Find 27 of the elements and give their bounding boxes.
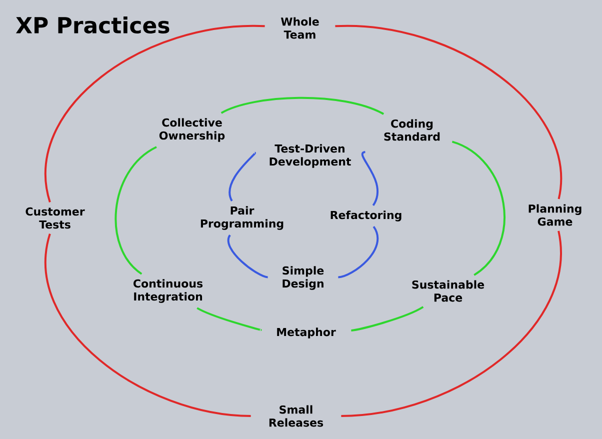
- practice-label: Collective Ownership: [159, 118, 225, 142]
- practice-label: Planning Game: [528, 204, 582, 226]
- practice-label: Small Releases: [269, 405, 324, 427]
- ring-arc: [351, 306, 424, 332]
- practice-label: Customer Tests: [26, 207, 85, 229]
- ring-arc: [44, 25, 265, 202]
- practice-label: Sustainable Pace: [412, 280, 484, 302]
- title: XP Practices: [16, 16, 170, 34]
- ring-arc: [114, 146, 157, 275]
- ring-arc: [44, 234, 251, 417]
- ring-arc: [452, 140, 506, 276]
- ring-arc: [227, 234, 268, 278]
- ring-arc: [338, 226, 379, 278]
- practice-label: Coding Standard: [384, 119, 440, 141]
- practice-label: Pair Programming: [200, 206, 284, 230]
- ring-arc: [228, 152, 256, 202]
- practice-label: Continuous Integration: [134, 279, 203, 303]
- ring-arc: [341, 230, 562, 417]
- practice-label: Simple Design: [282, 266, 324, 290]
- ring-arc: [196, 307, 262, 331]
- ring-arc: [361, 151, 379, 206]
- ring-arc: [220, 96, 384, 115]
- practice-label: Whole Team: [280, 17, 319, 39]
- practice-label: Metaphor: [277, 328, 336, 338]
- ring-arc: [335, 25, 562, 200]
- practice-label: Refactoring: [330, 210, 402, 222]
- practice-label: Test-Driven Development: [270, 144, 351, 168]
